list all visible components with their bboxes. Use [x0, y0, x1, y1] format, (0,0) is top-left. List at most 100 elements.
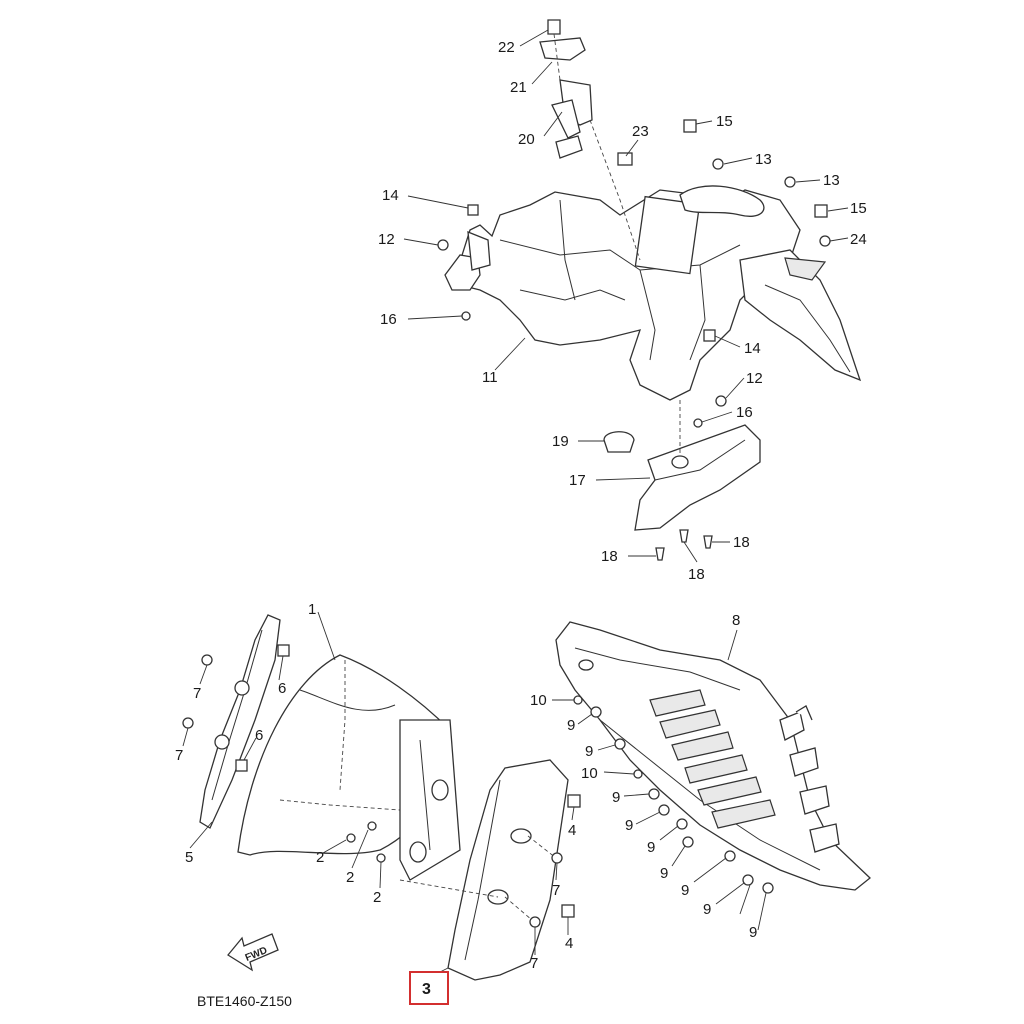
clip-9h	[742, 874, 754, 886]
callout-24: 24	[850, 231, 867, 248]
grommet-a	[234, 680, 250, 696]
callout-7-a: 7	[193, 685, 201, 702]
callout-18-b: 18	[688, 566, 705, 583]
callout-16-b: 16	[736, 404, 753, 421]
screw-2a	[346, 833, 356, 843]
nut-14	[467, 204, 479, 216]
callout-23: 23	[632, 123, 649, 140]
screw-7c	[551, 852, 563, 864]
callout-22: 22	[498, 39, 515, 56]
callout-18-c: 18	[733, 534, 750, 551]
callout-2-c: 2	[373, 889, 381, 906]
callout-15-a: 15	[716, 113, 733, 130]
callout-12-a: 12	[378, 231, 395, 248]
part-8-inner-fender	[555, 621, 871, 891]
callout-13-b: 13	[823, 172, 840, 189]
clip-9d	[658, 804, 670, 816]
callout-2-a: 2	[316, 849, 324, 866]
callout-13-a: 13	[755, 151, 772, 168]
clip-9g	[724, 850, 736, 862]
left-upright	[467, 230, 491, 271]
mount-hole	[578, 659, 594, 671]
boss-17	[671, 455, 689, 469]
screw-18c	[703, 535, 713, 549]
callout-1: 1	[308, 601, 316, 618]
callout-15-b: 15	[850, 200, 867, 217]
nut-23	[617, 152, 633, 166]
part-19-grommet	[603, 431, 635, 453]
bolt-12b	[715, 395, 727, 407]
bolt-12	[437, 239, 449, 251]
bolt-24	[819, 235, 831, 247]
bracket-plate	[634, 195, 701, 275]
highlighted-part-box: 3	[409, 971, 449, 1005]
nut-15	[683, 119, 697, 133]
upper-assembly	[437, 19, 862, 561]
callout-6-b: 6	[255, 727, 263, 744]
screw-2b	[367, 821, 377, 831]
callout-4-b: 4	[565, 935, 573, 952]
key	[555, 135, 583, 159]
washer-16	[461, 311, 471, 321]
nut-14b	[703, 329, 716, 342]
screw-7b	[182, 717, 194, 729]
nut-15b	[814, 204, 828, 218]
callout-8: 8	[732, 612, 740, 629]
lower-left-assembly: FWD	[182, 614, 581, 981]
louver-grille	[649, 689, 776, 829]
clip-9i	[762, 882, 774, 894]
tab-24-area	[784, 257, 827, 281]
callout-21: 21	[510, 79, 527, 96]
callout-9-h: 9	[703, 901, 711, 918]
part-17-cover	[634, 424, 761, 531]
callout-9-f: 9	[660, 865, 668, 882]
bolt-13b	[784, 176, 796, 188]
boss-b	[409, 841, 427, 863]
screw-7d	[529, 916, 541, 928]
nut-6b	[235, 759, 248, 772]
top-shroud	[679, 185, 765, 217]
callout-9-e: 9	[647, 839, 655, 856]
bolt-13	[712, 158, 724, 170]
clip-9a	[590, 706, 602, 718]
callout-4-a: 4	[568, 822, 576, 839]
lock-assembly	[539, 19, 641, 261]
screw-2c	[376, 853, 386, 863]
nut-6a	[277, 644, 290, 657]
callout-7-c: 7	[552, 882, 560, 899]
callouts-upper: 22 21 20 23 15 13 13 15 24 14 12 16 11 1…	[378, 39, 867, 583]
screw-10b	[633, 769, 643, 779]
callout-9-i: 9	[749, 924, 757, 941]
callout-17: 17	[569, 472, 586, 489]
callout-9-g: 9	[681, 882, 689, 899]
callout-7-d: 7	[530, 955, 538, 972]
clip-9c	[648, 788, 660, 800]
nut-4a	[567, 794, 581, 808]
fasteners-upper	[437, 119, 831, 428]
right-fins	[779, 705, 840, 853]
part-3-fender-cover	[447, 759, 569, 981]
callout-10-b: 10	[581, 765, 598, 782]
callout-6-a: 6	[278, 680, 286, 697]
callout-2-b: 2	[346, 869, 354, 886]
callout-9-b: 9	[585, 743, 593, 760]
highlighted-part-label: 3	[422, 981, 431, 998]
boss-a	[431, 779, 449, 801]
leader-lines-upper	[403, 29, 849, 563]
leader-lines-lower-right	[552, 629, 767, 931]
screw-18a	[655, 547, 665, 561]
callout-19: 19	[552, 433, 569, 450]
callout-11: 11	[482, 369, 498, 386]
diagram-code: BTE1460-Z150	[197, 993, 292, 1009]
callout-9-c: 9	[612, 789, 620, 806]
callouts-lower: 1 7 6 7 6 5 2 2 2 4 7 4 7 8 10 9 9 10 9 …	[175, 601, 757, 972]
washer-16b	[693, 418, 703, 428]
callout-10-a: 10	[530, 692, 547, 709]
callout-14-b: 14	[744, 340, 761, 357]
nut-4b	[561, 904, 575, 918]
callout-5: 5	[185, 849, 193, 866]
hole-upper	[510, 828, 532, 844]
clip-9f	[682, 836, 694, 848]
